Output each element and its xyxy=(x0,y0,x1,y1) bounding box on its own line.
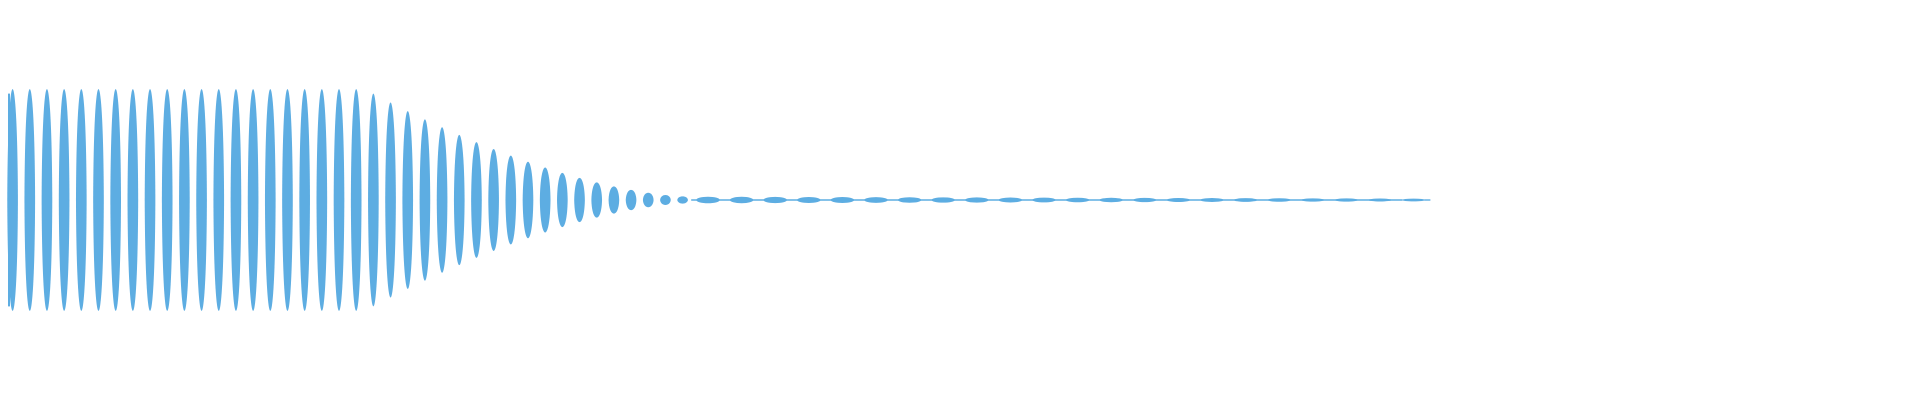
waveform-lobe-11 xyxy=(196,89,207,311)
waveform-lobe-20 xyxy=(350,89,362,311)
waveform-lobe-33 xyxy=(574,177,585,223)
waveform-lobe-31 xyxy=(539,167,551,233)
waveform-lobe-34 xyxy=(591,182,603,218)
waveform-lobe-35 xyxy=(608,186,620,214)
waveform-lobe-3 xyxy=(58,89,70,311)
waveform-lobe-30 xyxy=(522,161,534,239)
waveform-lobe-21 xyxy=(368,93,379,307)
waveform-lobe-39 xyxy=(677,196,688,204)
waveform-lobe-37 xyxy=(642,192,654,208)
waveform-lobe-10 xyxy=(179,89,190,311)
waveform-lobe-6 xyxy=(110,89,121,311)
waveform-lobe-27 xyxy=(471,142,482,258)
waveform-lobe-9 xyxy=(161,89,173,311)
waveform-lobe-5 xyxy=(93,89,104,311)
waveform-lobe-32 xyxy=(557,172,568,228)
waveform-lobe-24 xyxy=(419,119,431,281)
waveform-lobe-29 xyxy=(505,155,517,245)
waveform-lobe-17 xyxy=(299,89,310,311)
waveform-lobe-15 xyxy=(264,89,276,311)
waveform-lobe-22 xyxy=(385,102,396,298)
waveform-lobe-28 xyxy=(488,149,499,251)
waveform-lobe-19 xyxy=(333,89,345,311)
waveform-lobe-23 xyxy=(402,111,414,289)
waveform-lobe-12 xyxy=(213,89,225,311)
waveform-lobe-1 xyxy=(24,89,36,311)
waveform-lobe-16 xyxy=(282,89,293,311)
waveform-lobe-4 xyxy=(75,89,87,311)
waveform-lobe-38 xyxy=(660,195,671,205)
waveform-lobe-14 xyxy=(247,89,259,311)
waveform-lobe-18 xyxy=(316,89,328,311)
waveform-onset-spike xyxy=(8,93,10,307)
waveform-lobe-25 xyxy=(436,127,448,273)
waveform-lobe-7 xyxy=(127,89,139,311)
waveform-lobe-13 xyxy=(230,89,242,311)
waveform-signal xyxy=(7,89,1431,311)
waveform-lobe-2 xyxy=(41,89,53,311)
waveform-lobe-8 xyxy=(144,89,156,311)
waveform-lobe-36 xyxy=(625,189,637,211)
waveform-lobe-26 xyxy=(453,134,465,266)
waveform-tail-lobe-21 xyxy=(1401,198,1426,202)
